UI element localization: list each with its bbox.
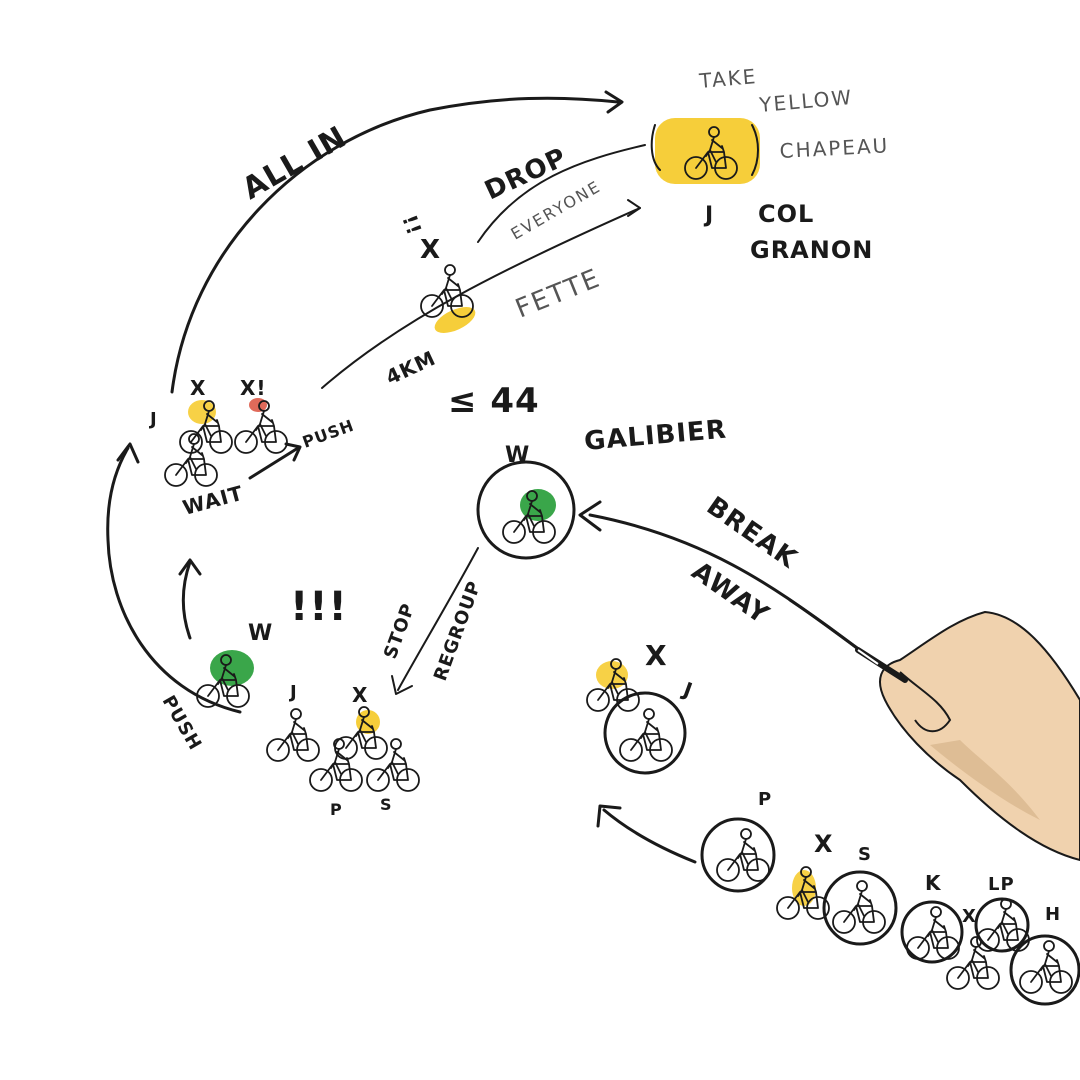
- cyclist-j-bottom: [266, 708, 320, 762]
- h-group-circle: [1009, 934, 1080, 1006]
- cyclist-x-bottom: [334, 706, 388, 760]
- drawing-hand: [855, 610, 1080, 862]
- rider-x-bottom: X: [352, 683, 368, 707]
- rider-s-group: S: [858, 844, 872, 865]
- cyclist-x-mid: [586, 658, 640, 712]
- stop-label: STOP: [380, 600, 419, 661]
- galibier-label: GALIBIER: [583, 415, 728, 457]
- rider-p-bottom: P: [330, 800, 343, 819]
- rider-h-group: H: [1045, 904, 1061, 925]
- p-group-circle: [700, 817, 776, 893]
- rider-p-group: P: [758, 789, 772, 810]
- rider-x-group2: X: [962, 906, 977, 927]
- mid-j-circle: [603, 691, 687, 775]
- rider-j-granon: J: [703, 203, 714, 228]
- up-arrow-small: [181, 560, 192, 640]
- cyclist-k-group: [906, 906, 960, 960]
- rider-lp-group: LP: [988, 874, 1015, 895]
- s-group-circle: [822, 870, 898, 946]
- all-in-arrow: [170, 96, 620, 394]
- rider-x-group: X: [814, 830, 834, 858]
- drop-curve: [477, 144, 646, 243]
- push-arrow-top: [248, 446, 300, 480]
- four-km-label: 4KM: [382, 346, 440, 390]
- chapeau-label: CHAPEAU: [779, 133, 890, 163]
- rider-k-group: K: [925, 871, 942, 895]
- red-jersey-top: [249, 398, 267, 412]
- k-group-circle: [900, 900, 964, 964]
- fette-yellow-mark: [434, 307, 476, 333]
- push-label-top: PUSH: [300, 416, 357, 452]
- rider-s-bottom: S: [380, 795, 393, 814]
- cyclist-s-group: [832, 880, 886, 934]
- rider-w-bottom: W: [248, 621, 273, 646]
- galibier-circle: [476, 460, 576, 560]
- cyclist-x-top: [179, 400, 233, 454]
- rider-j-top: J: [148, 409, 158, 430]
- col-label: COL: [758, 200, 814, 228]
- cyclist-x-group2: [946, 936, 1000, 990]
- granon-label: GRANON: [750, 236, 873, 264]
- fette-line: [321, 207, 641, 389]
- take-label: TAKE: [697, 64, 758, 93]
- break-label: BREAK: [701, 491, 802, 575]
- cyclist-x-group: [776, 866, 830, 920]
- stop-regroup-arrow: [397, 547, 479, 691]
- all-in-label: ALL IN: [237, 120, 353, 207]
- yellow-label: YELLOW: [757, 85, 854, 117]
- fette-label: FETTE: [511, 263, 605, 324]
- cyclist-x1-top: [234, 400, 288, 454]
- rider-x-mid: X: [645, 639, 668, 672]
- wait-label: WAIT: [180, 481, 246, 520]
- exclaim-label: !!!: [290, 584, 348, 630]
- le-44-label: ≤ 44: [448, 381, 540, 421]
- lp-group-circle: [974, 897, 1030, 953]
- peloton-return-arrow: [602, 808, 697, 864]
- cyclist-h-group: [1019, 940, 1073, 994]
- cyclist-s-bottom: [366, 738, 420, 792]
- yellow-highlight: [655, 118, 760, 184]
- drop-label: DROP: [480, 142, 571, 206]
- cyclist-j-mid: [619, 708, 673, 762]
- rider-j-mid: J: [678, 676, 696, 702]
- yellow-jersey-group: [792, 870, 816, 906]
- all-in-arrowhead: [604, 90, 624, 114]
- x-rider-label: X: [420, 235, 441, 265]
- yellow-jersey-top: [188, 400, 216, 424]
- away-label: AWAY: [686, 556, 775, 631]
- rider-x-top: X: [190, 376, 206, 400]
- rider-x1-top: X!: [240, 376, 267, 400]
- rider-j-bottom: J: [288, 682, 298, 703]
- left-loop-arrow: [106, 446, 242, 714]
- cyclist-p-group: [716, 828, 770, 882]
- regroup-label: REGROUP: [430, 578, 486, 684]
